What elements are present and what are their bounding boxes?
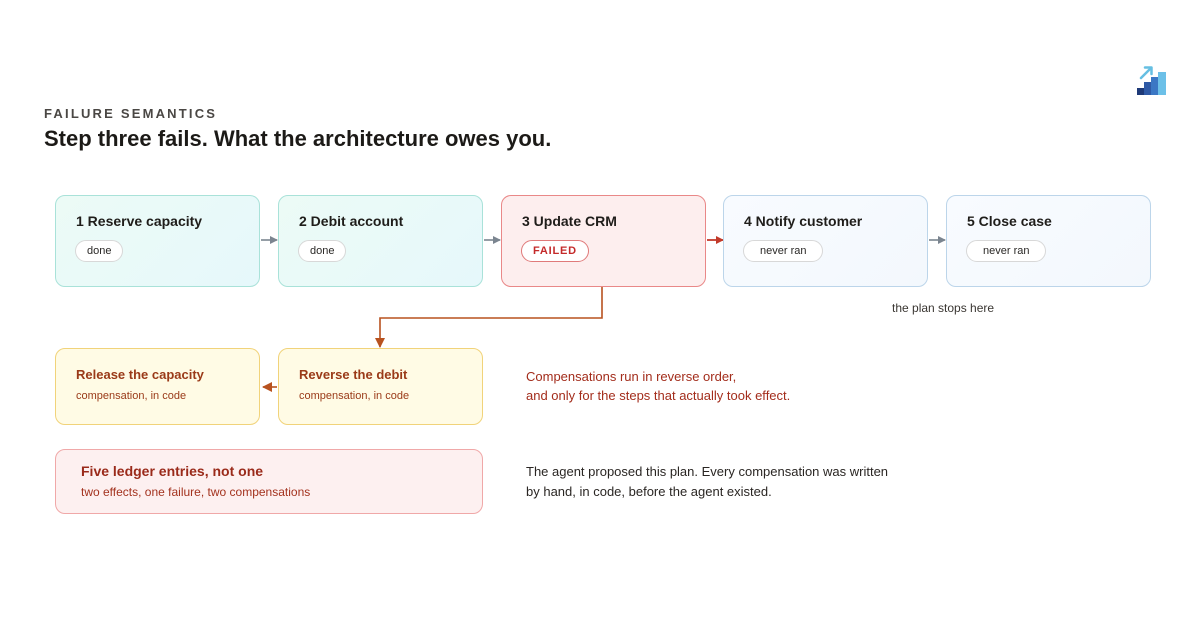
status-badge-failed: FAILED: [521, 240, 589, 262]
section-eyebrow: FAILURE SEMANTICS: [44, 106, 218, 121]
page-title: Step three fails. What the architecture …: [44, 126, 552, 151]
compensation-note-line: Compensations run in reverse order,: [526, 369, 737, 384]
compensation-subtitle: compensation, in code: [299, 390, 410, 402]
compensation-title: Release the capacity: [76, 367, 204, 382]
step-notify-customer: 4 Notify customer never ran: [723, 195, 928, 287]
compensation-title: Reverse the debit: [299, 367, 408, 382]
staircase-growth-icon: [1137, 66, 1166, 95]
status-badge: never ran: [743, 240, 824, 262]
status-badge: done: [75, 240, 124, 262]
compensation-subtitle: compensation, in code: [76, 390, 187, 402]
compensation-note: Compensations run in reverse order, and …: [526, 367, 790, 405]
step-label: 5 Close case: [967, 213, 1052, 229]
step-label: 3 Update CRM: [522, 213, 617, 229]
compensation-release-capacity: Release the capacity compensation, in co…: [55, 348, 260, 425]
status-badge: done: [298, 240, 347, 262]
arrow-failure-to-compensation: [375, 287, 603, 348]
step-label: 4 Notify customer: [744, 213, 863, 229]
step-close-case: 5 Close case never ran: [946, 195, 1151, 287]
agent-note-line: The agent proposed this plan. Every comp…: [526, 464, 889, 479]
step-update-crm: 3 Update CRM FAILED: [501, 195, 706, 287]
agent-note-line: by hand, in code, before the agent exist…: [526, 484, 772, 499]
compensation-reverse-debit: Reverse the debit compensation, in code: [278, 348, 483, 425]
step-label: 2 Debit account: [299, 213, 404, 229]
agent-note: The agent proposed this plan. Every comp…: [526, 462, 888, 502]
ledger-summary: Five ledger entries, not one two effects…: [55, 449, 483, 514]
plan-stop-note: the plan stops here: [892, 301, 995, 315]
step-reserve-capacity: 1 Reserve capacity done: [55, 195, 260, 287]
step-label: 1 Reserve capacity: [76, 213, 203, 229]
step-debit-account: 2 Debit account done: [278, 195, 483, 287]
status-badge: never ran: [966, 240, 1047, 262]
compensation-note-line: and only for the steps that actually too…: [526, 388, 791, 403]
ledger-title: Five ledger entries, not one: [81, 463, 264, 479]
ledger-subtitle: two effects, one failure, two compensati…: [81, 485, 311, 499]
